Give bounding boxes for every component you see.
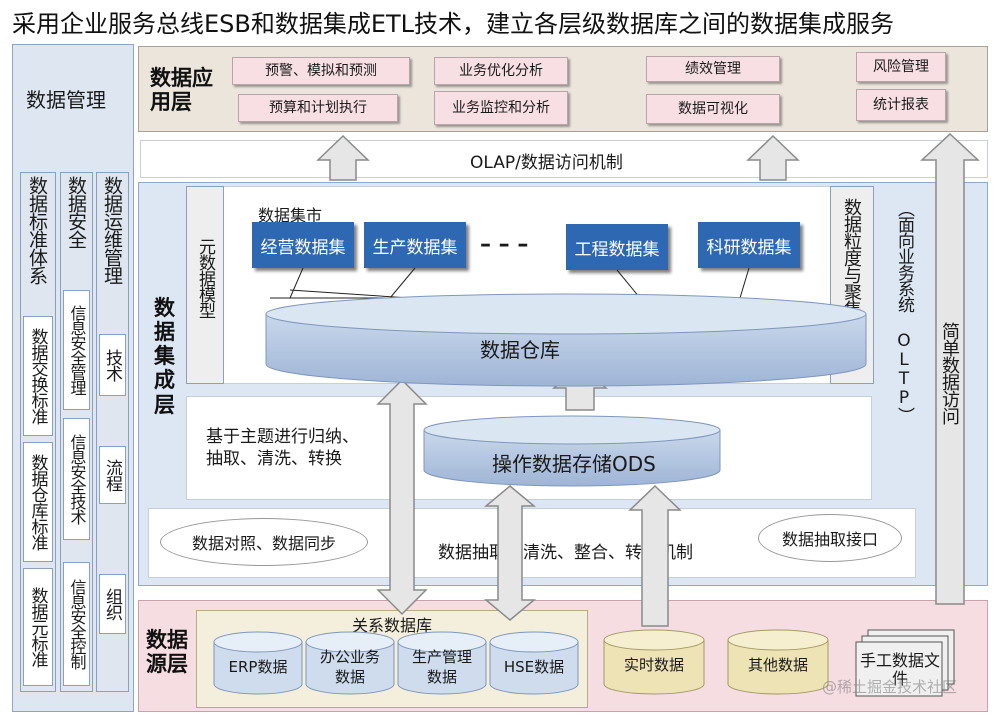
olap-access-bar xyxy=(140,140,988,178)
ods-label: 操作数据存储ODS xyxy=(492,452,656,476)
ops-process-box: 流程 xyxy=(99,446,126,504)
source-layer-label: 数据源层 xyxy=(146,628,188,677)
rdb-production: 生产管理数据 xyxy=(411,648,472,686)
data-security-label: 数据安全 xyxy=(65,176,87,248)
oltp-label: （面向业务系统 OLTP） xyxy=(894,200,914,423)
data-ops-label: 数据运维管理 xyxy=(101,176,123,284)
ops-technology-box: 技术 xyxy=(99,334,126,396)
arrow-up-olap-right xyxy=(746,134,800,181)
app-item-forecast: 预警、模拟和预测 xyxy=(232,57,410,85)
ods-process-note: 基于主题进行归纳、抽取、清洗、转换 xyxy=(206,427,359,470)
rdb-erp: ERP数据 xyxy=(228,658,288,676)
app-item-statistics: 统计报表 xyxy=(856,89,946,121)
arrow-up-olap-left xyxy=(316,134,370,181)
manual-files-stack xyxy=(855,629,955,697)
warehouse-standard-box: 数据仓库标准 xyxy=(23,442,53,562)
source-realtime: 实时数据 xyxy=(623,656,684,674)
app-item-risk: 风险管理 xyxy=(856,52,946,82)
olap-access-label: OLAP/数据访问机制 xyxy=(470,153,623,173)
datamart-research: 科研数据集 xyxy=(698,222,800,268)
app-item-visualization: 数据可视化 xyxy=(646,94,780,124)
arrow-double-rdb-ods xyxy=(483,485,537,621)
app-item-optimization: 业务优化分析 xyxy=(434,57,568,85)
data-management-header: 数据管理 xyxy=(26,88,106,112)
relational-db-label: 关系数据库 xyxy=(352,616,433,635)
metadata-standard-box: 数据元标准 xyxy=(23,568,53,686)
source-other: 其他数据 xyxy=(747,656,808,674)
source-manual-files: 手工数据文件 xyxy=(859,651,940,688)
watermark: @稀土掘金技术社区 xyxy=(822,678,958,696)
arrow-up-realtime-ods xyxy=(628,484,682,627)
ops-organization-box: 组织 xyxy=(99,574,126,634)
ods-cylinder xyxy=(423,415,721,487)
exchange-standard-box: 数据交换标准 xyxy=(23,316,53,436)
security-control-box: 信息安全控制 xyxy=(63,562,90,686)
datamart-production: 生产数据集 xyxy=(364,222,466,268)
app-item-performance: 绩效管理 xyxy=(646,56,780,82)
rdb-cylinders xyxy=(213,631,579,695)
app-item-monitoring: 业务监控和分析 xyxy=(434,91,568,125)
data-warehouse-cylinder xyxy=(265,293,867,387)
other-source-cylinders xyxy=(603,629,829,695)
datamart-label: 数据集市 xyxy=(258,206,323,225)
page-title: 采用企业服务总线ESB和数据集成ETL技术，建立各层级数据库之间的数据集成服务 xyxy=(12,10,895,38)
arrow-up-simple-access xyxy=(920,132,980,605)
arrow-double-source-warehouse xyxy=(376,378,428,616)
rdb-office: 办公业务数据 xyxy=(319,648,380,686)
metadata-model-label: 元数据模型 xyxy=(195,238,215,318)
data-compare-sync: 数据对照、数据同步 xyxy=(160,518,368,566)
datamart-operations: 经营数据集 xyxy=(252,222,354,268)
data-warehouse-label: 数据仓库 xyxy=(480,338,560,362)
app-item-budget: 预算和计划执行 xyxy=(238,94,398,122)
metadata-model-box xyxy=(186,186,224,384)
simple-access-label: 简单数据访问 xyxy=(939,322,960,424)
standard-system-label: 数据标准体系 xyxy=(26,176,48,284)
data-extract-interface: 数据抽取接口 xyxy=(758,514,902,562)
application-layer-label: 数据应用层 xyxy=(150,66,213,115)
integration-layer-label: 数据集成层 xyxy=(154,296,175,417)
datamart-ellipsis: – – – xyxy=(480,232,529,257)
rdb-hse: HSE数据 xyxy=(503,658,565,676)
security-technology-box: 信息安全技术 xyxy=(63,418,90,540)
datamart-engineering: 工程数据集 xyxy=(566,224,668,270)
security-management-box: 信息安全管理 xyxy=(63,290,90,410)
